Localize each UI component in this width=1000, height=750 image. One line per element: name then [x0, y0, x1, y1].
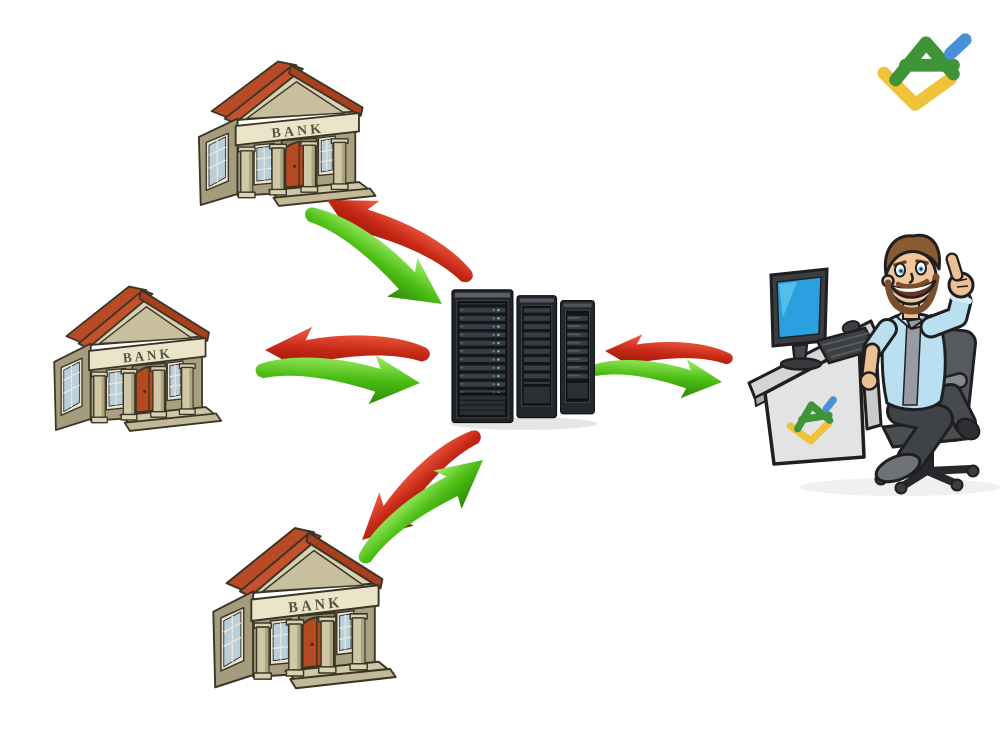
beard — [884, 273, 940, 315]
bank-sign-text: BANK — [288, 595, 344, 617]
arrow-red-bottom-down-left-icon — [345, 417, 498, 558]
left-hand — [859, 371, 879, 391]
server-racks-icon — [449, 289, 599, 431]
nose — [908, 272, 914, 285]
thumb-up — [947, 254, 962, 280]
monitor-base — [779, 357, 823, 371]
bank-sign-text: BANK — [122, 345, 173, 365]
shoe-back — [955, 417, 981, 441]
bank-building-middle: BANK — [53, 285, 223, 432]
mustache — [895, 278, 930, 289]
brand-logo-icon — [884, 40, 965, 105]
bank-sign-text: BANK — [271, 121, 325, 141]
trader-figure — [859, 233, 981, 484]
trader-at-desk — [747, 233, 1000, 496]
teeth — [894, 283, 932, 292]
shoe-front — [874, 452, 922, 484]
trader-head — [881, 233, 941, 320]
bank-building-top: BANK — [197, 60, 377, 207]
bank-building-bottom: BANK — [212, 527, 397, 690]
computer-equipment — [769, 267, 879, 371]
hair — [883, 233, 941, 277]
